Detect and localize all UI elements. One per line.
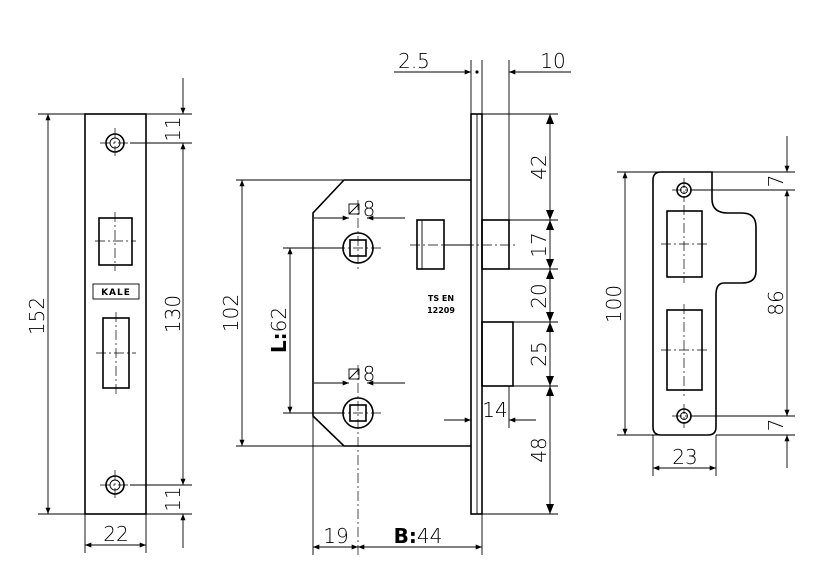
dim-strike-offset-bottom: 7 <box>764 419 788 432</box>
spindle-square-callout-bottom: 8 <box>314 362 405 386</box>
forend-plate <box>470 113 483 515</box>
faceplate-screw-hole-top <box>100 128 130 158</box>
faceplate-bolt-window <box>96 312 136 394</box>
dim-lever-spacing: L:62 <box>267 307 291 353</box>
dim-right-20: 20 <box>527 283 551 308</box>
faceplate-outline <box>84 113 147 515</box>
dim-hole-offset-top: 11 <box>161 116 185 141</box>
dim-faceplate-width: 22 <box>103 522 128 546</box>
strike-plate-view: 100 86 7 7 23 <box>602 136 795 476</box>
svg-text:KALE: KALE <box>101 288 131 298</box>
faceplate-view: KALE 152 130 11 11 22 <box>25 78 192 553</box>
dim-offset-19: 19 <box>323 524 348 548</box>
dim-spindle-square-top: 8 <box>363 197 376 221</box>
dim-forend-left: 2.5 <box>398 49 430 73</box>
dim-backset: B:44 <box>394 524 443 548</box>
dim-forend-right: 10 <box>540 49 565 73</box>
dead-bolt <box>481 321 514 387</box>
standard-label-line1: TS EN <box>428 294 454 303</box>
dim-strike-hole-spacing: 86 <box>764 290 788 315</box>
standard-label-line2: 12209 <box>427 306 455 315</box>
latch-bolt <box>410 219 515 270</box>
dim-faceplate-height: 152 <box>25 297 49 335</box>
dim-bolt-projection: 14 <box>482 398 507 422</box>
brand-logo: KALE <box>92 283 140 300</box>
spindle-square-callout-top: 8 <box>314 197 405 221</box>
strike-latch-window <box>661 205 708 283</box>
dim-right-42: 42 <box>527 154 551 179</box>
faceplate-latch-window <box>95 212 136 271</box>
dim-strike-width: 23 <box>672 445 697 469</box>
strike-bolt-window <box>661 304 708 396</box>
faceplate-screw-hole-bottom <box>100 470 130 500</box>
strike-plate-outline <box>652 171 757 436</box>
dim-strike-offset-top: 7 <box>764 175 788 188</box>
dim-strike-height: 100 <box>602 285 626 323</box>
dim-hole-offset-bottom: 11 <box>161 486 185 511</box>
lock-body-view: 8 8 TS EN 12209 102 L:62 2.5 10 <box>219 49 571 555</box>
dim-case-height: 102 <box>219 294 243 332</box>
dim-right-48: 48 <box>527 437 551 462</box>
dim-hole-spacing: 130 <box>161 295 185 333</box>
dim-right-25: 25 <box>527 341 551 366</box>
lock-case-outline <box>312 179 471 447</box>
dim-right-17: 17 <box>527 232 551 257</box>
dim-spindle-square-bottom: 8 <box>363 362 376 386</box>
